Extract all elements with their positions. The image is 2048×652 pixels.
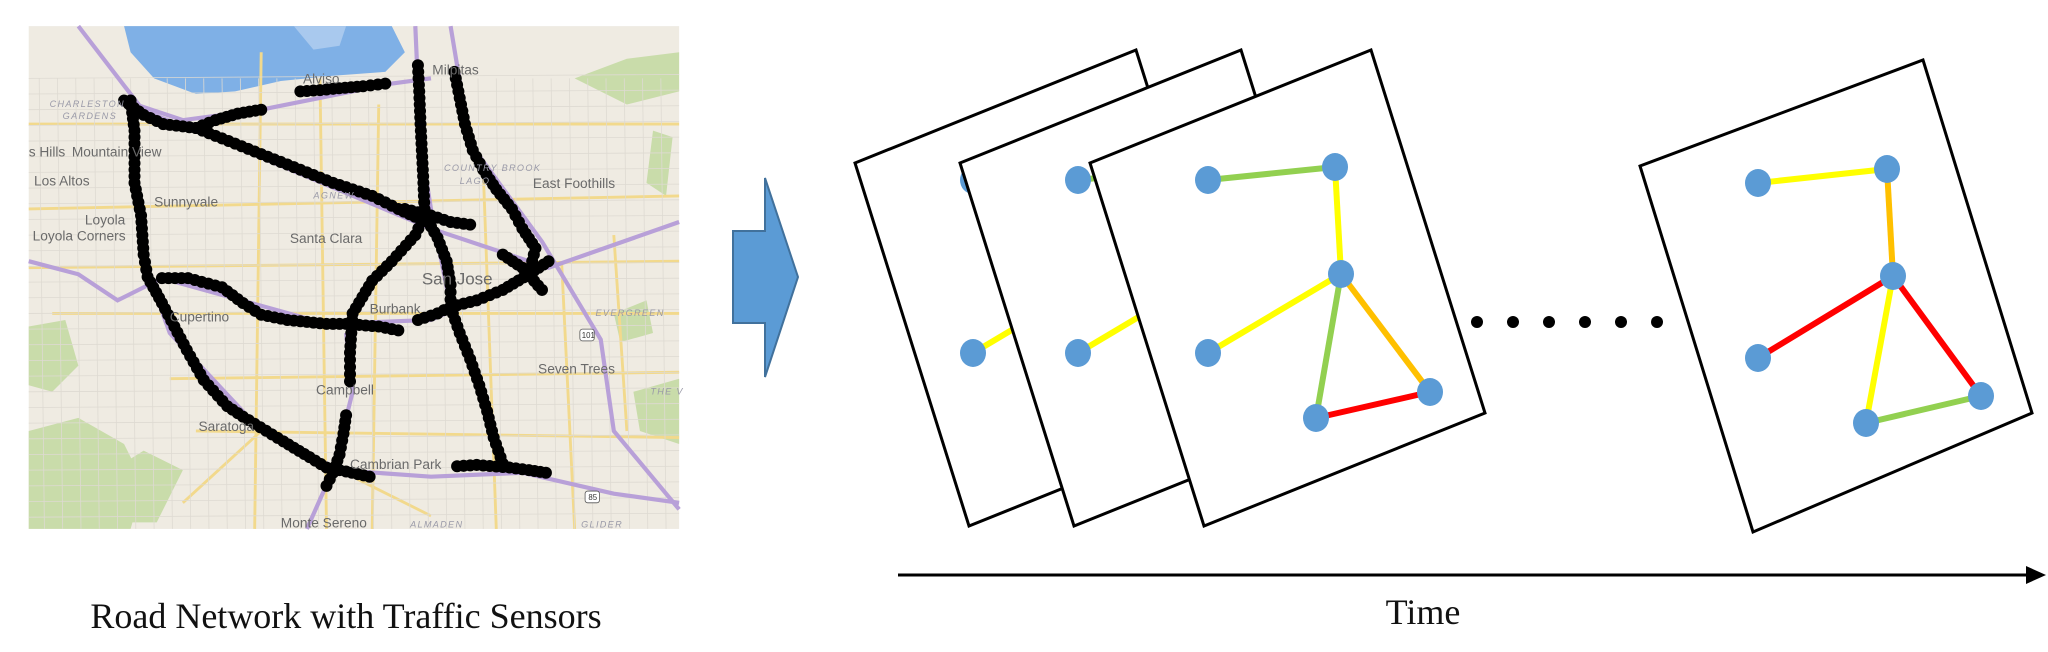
label-milpitas: Milpitas <box>432 62 479 77</box>
graph-edge-green <box>1865 393 1982 426</box>
graph-node <box>1322 153 1348 181</box>
graph-edge-yellow <box>1332 166 1344 275</box>
sensor-dot <box>539 466 552 479</box>
sensor-dot <box>392 324 405 337</box>
label-east-foothills: East Foothills <box>533 176 615 191</box>
label-charleston: CHARLESTON <box>50 99 125 109</box>
highway-shield-85 <box>584 490 600 504</box>
shield-label-101: 101 <box>582 331 595 340</box>
sensor-dot <box>535 283 548 296</box>
graph-node <box>1195 166 1221 194</box>
ellipsis-dot <box>1579 316 1591 328</box>
graph-node <box>1853 409 1879 437</box>
label-saratoga: Saratoga <box>199 419 255 434</box>
label-glider: GLIDER <box>581 520 623 530</box>
label-burbank: Burbank <box>370 301 421 316</box>
graph-node <box>1880 262 1906 290</box>
sensor-dot <box>542 255 555 268</box>
sensor-dot <box>255 103 268 116</box>
graph-node <box>1745 344 1771 372</box>
map-shields: 101 85 <box>579 328 600 504</box>
graph-frame-4 <box>1638 58 2034 535</box>
ellipsis-dot <box>1651 316 1663 328</box>
label-mountain-view: Mountain View <box>72 145 162 160</box>
label-monte-sereno: Monte Sereno <box>281 516 367 531</box>
label-country-brook: COUNTRY BROOK <box>444 163 541 173</box>
sensor-dot <box>464 218 477 231</box>
label-loyola-corners: Loyola Corners <box>33 228 126 243</box>
label-santa-clara: Santa Clara <box>290 231 363 246</box>
map-caption: Road Network with Traffic Sensors <box>90 596 601 636</box>
time-axis-arrowhead-icon <box>2026 566 2046 584</box>
graph-node <box>1968 382 1994 410</box>
label-sunnyvale: Sunnyvale <box>154 194 218 209</box>
sensor-dot <box>379 77 392 90</box>
map-labels: Alviso Milpitas CHARLESTON GARDENS s Hil… <box>29 62 683 531</box>
label-agnew: AGNEW <box>312 191 354 201</box>
graph-node <box>1065 166 1091 194</box>
label-seven-trees: Seven Trees <box>538 362 615 377</box>
graph-edge-red <box>1756 273 1895 361</box>
ellipsis-dot <box>1543 316 1555 328</box>
label-almaden: ALMADEN <box>409 520 463 530</box>
graph-node <box>1303 404 1329 432</box>
label-alviso: Alviso <box>303 72 340 87</box>
road-network-map: 101 85 Alviso Milpitas CHARLESTON GARDEN… <box>28 24 683 531</box>
graph-edge-green <box>1313 273 1344 419</box>
graph-snapshots <box>853 48 2034 535</box>
label-campbell: Campbell <box>316 382 374 397</box>
graph-edge-yellow <box>1757 166 1888 186</box>
graph-edge-yellow <box>1206 271 1343 356</box>
label-lago: LAGO <box>460 176 491 186</box>
graph-edge-orange <box>1884 168 1896 277</box>
ellipsis-dot <box>1471 316 1483 328</box>
graph-node <box>1745 169 1771 197</box>
sensor-dot <box>320 479 333 492</box>
graph-edge-yellow <box>1863 275 1896 424</box>
traffic-sensors <box>118 59 555 492</box>
sensor-dot <box>363 470 376 483</box>
highway-shield-101 <box>579 328 595 342</box>
label-cambrian-park: Cambrian Park <box>350 457 442 472</box>
label-hills: s Hills <box>29 145 66 160</box>
time-axis-label: Time <box>1386 592 1461 632</box>
label-gardens: GARDENS <box>63 111 117 121</box>
transition-arrow-icon <box>732 177 800 378</box>
label-evergreen: EVERGREEN <box>596 308 665 318</box>
shield-label-85: 85 <box>588 493 597 502</box>
graph-edge-orange <box>1338 272 1433 394</box>
graph-edge-red <box>1890 274 1984 398</box>
graph-node <box>1328 260 1354 288</box>
graph-node <box>1874 155 1900 183</box>
graph-frame-3 <box>1088 48 1487 528</box>
frame-border <box>1088 48 1487 528</box>
label-loyola: Loyola <box>85 213 126 228</box>
graph-node <box>960 339 986 367</box>
graph-node <box>1417 378 1443 406</box>
label-los-altos: Los Altos <box>34 173 90 188</box>
label-cupertino: Cupertino <box>170 309 230 324</box>
frame-border <box>1638 58 2034 535</box>
ellipsis-dot <box>1507 316 1519 328</box>
label-the-villages: THE V <box>650 386 683 396</box>
graph-node <box>1195 339 1221 367</box>
label-san-jose: San Jose <box>422 270 493 289</box>
graph-edge-green <box>1207 164 1336 183</box>
map-parks <box>28 52 680 529</box>
graph-edge-red <box>1315 389 1431 421</box>
ellipsis-dots <box>1471 316 1663 328</box>
ellipsis-dot <box>1615 316 1627 328</box>
graph-node <box>1065 339 1091 367</box>
